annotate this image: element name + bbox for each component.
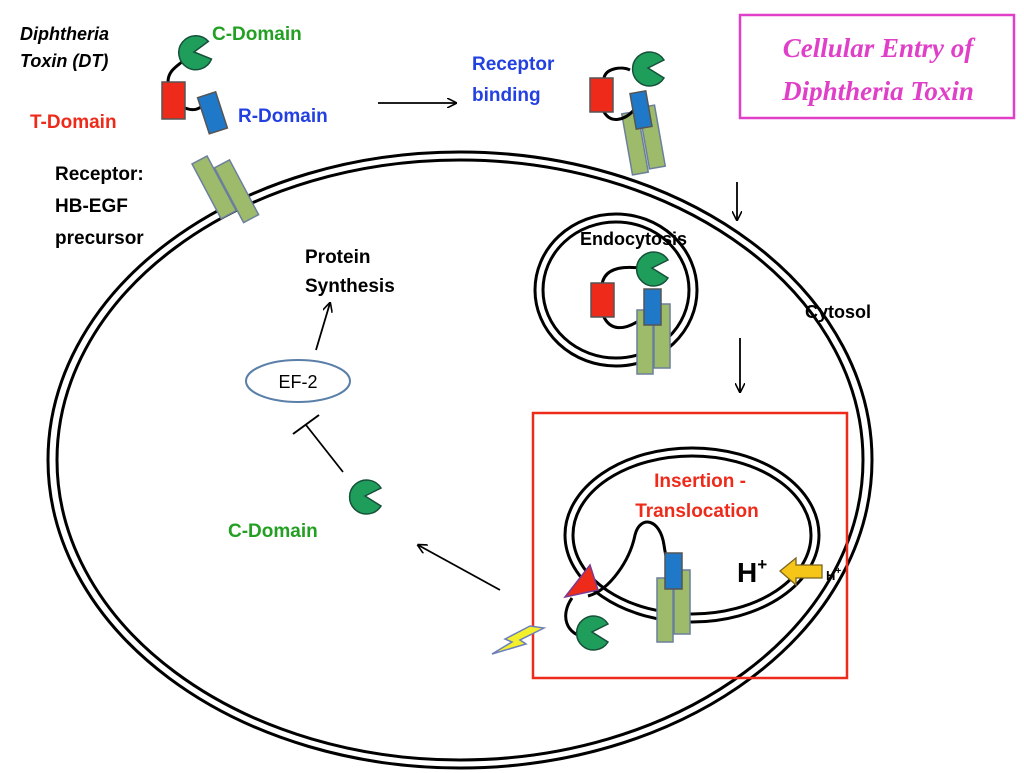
binding-linker-bottom bbox=[601, 108, 636, 121]
proton-large-sup: + bbox=[757, 555, 767, 574]
c-domain-pacman-icon-released bbox=[348, 479, 383, 515]
t-domain-triangle-icon bbox=[563, 563, 599, 599]
c-domain-label-bottom: C-Domain bbox=[228, 521, 318, 542]
acidic-endosome-inner bbox=[571, 454, 813, 616]
proton-small-h: H bbox=[826, 568, 835, 583]
r-domain-block-icon-binding bbox=[629, 90, 653, 130]
ef2-label: EF-2 bbox=[278, 372, 317, 392]
endosome-inner bbox=[541, 220, 691, 360]
endocytosis-label: Endocytosis bbox=[580, 229, 687, 249]
endosome-complex bbox=[590, 251, 671, 375]
cytosol-label: Cytosol bbox=[805, 302, 871, 322]
inhibition-line bbox=[305, 424, 344, 473]
cell-membrane-outer bbox=[46, 150, 874, 770]
title-box bbox=[738, 13, 1016, 120]
r-domain-block-icon-translocation bbox=[664, 552, 683, 590]
arrow-ef2-to-protein bbox=[315, 303, 330, 351]
c-domain-pacman-icon-translocation bbox=[575, 615, 610, 651]
receptor-icon bbox=[191, 154, 260, 224]
r-domain-block-icon bbox=[196, 90, 229, 135]
c-domain-pacman-icon-binding bbox=[631, 51, 666, 87]
proton-arrow-icon bbox=[778, 556, 823, 587]
proton-large-h: H bbox=[737, 557, 757, 588]
translocation-highlight-box bbox=[531, 411, 849, 680]
arrow-release-c-domain bbox=[418, 545, 501, 591]
dt-label-line-1: Diphtheria bbox=[20, 24, 109, 44]
c-domain-pacman-icon-endosome bbox=[635, 251, 670, 287]
endosome-linker-bottom bbox=[601, 314, 641, 330]
lightning-icon bbox=[491, 625, 547, 655]
t-domain-label: T-Domain bbox=[30, 112, 117, 133]
t-domain-block-icon-binding bbox=[589, 77, 614, 113]
receptor-label-line-3: precursor bbox=[55, 228, 144, 249]
inhibition-bar bbox=[292, 414, 320, 435]
insertion-label-line-1: Insertion - bbox=[654, 471, 746, 492]
title-line-1: Cellular Entry of bbox=[783, 33, 977, 63]
proton-small-label: H+ bbox=[826, 566, 841, 583]
proton-small-sup: + bbox=[835, 566, 841, 577]
t-domain-block-icon bbox=[161, 81, 186, 120]
insertion-label-line-2: Translocation bbox=[635, 501, 759, 522]
title-line-2: Diphtheria Toxin bbox=[781, 76, 974, 106]
c-domain-pacman-icon bbox=[177, 34, 213, 71]
endosome-outer bbox=[533, 212, 699, 368]
ef2-oval bbox=[245, 359, 351, 403]
dt-label-line-2: Toxin (DT) bbox=[20, 51, 108, 71]
protein-synthesis-line-1: Protein bbox=[305, 247, 370, 268]
receptor-binding-complex bbox=[589, 51, 667, 176]
binding-linker-top bbox=[602, 66, 631, 79]
c-domain-label-top: C-Domain bbox=[212, 24, 302, 45]
receptor-binding-label-line-1: Receptor bbox=[472, 54, 555, 75]
r-domain-label: R-Domain bbox=[238, 106, 328, 127]
acidic-endosome-outer bbox=[563, 446, 821, 624]
proton-large-label: H+ bbox=[737, 555, 767, 588]
translocation-complex bbox=[563, 520, 691, 651]
receptor-binding-label-line-2: binding bbox=[472, 85, 541, 106]
t-domain-block-icon-endosome bbox=[590, 282, 615, 318]
cell-membrane-inner bbox=[55, 158, 865, 762]
receptor-label-line-2: HB-EGF bbox=[55, 196, 128, 217]
r-domain-block-icon-endosome bbox=[643, 288, 662, 326]
endosome-linker-top bbox=[600, 265, 641, 286]
protein-synthesis-line-2: Synthesis bbox=[305, 276, 395, 297]
receptor-label-line-1: Receptor: bbox=[55, 164, 144, 185]
